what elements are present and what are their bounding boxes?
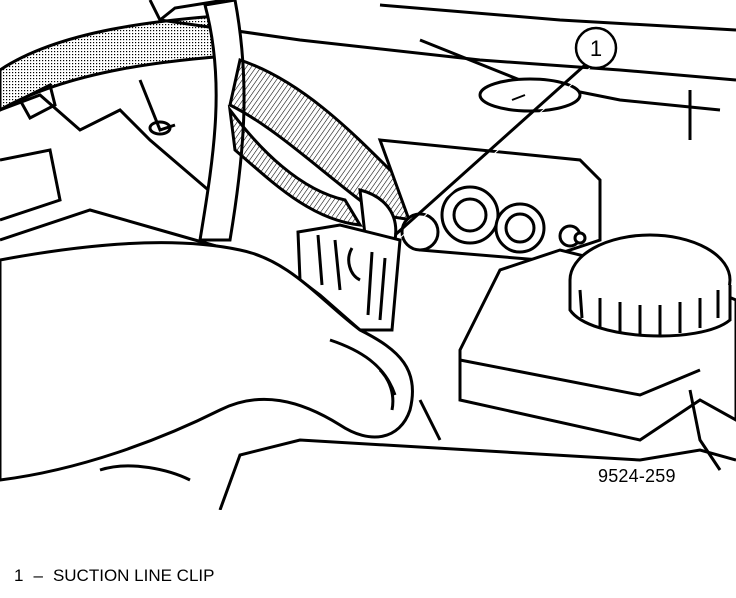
legend-number: 1	[14, 566, 24, 585]
legend-label: SUCTION LINE CLIP	[52, 566, 215, 585]
suction-line-clip	[296, 223, 402, 332]
engine-bay-illustration: 1	[0, 0, 736, 510]
valve-block	[358, 138, 602, 262]
reservoir-cap	[568, 233, 732, 338]
callout-1: 1	[393, 26, 618, 239]
left-bracket	[0, 79, 231, 252]
technician-hand	[0, 241, 415, 482]
bottom-tray	[99, 389, 736, 510]
callout-number: 1	[590, 36, 602, 61]
figure-code: 9524-259	[598, 466, 676, 486]
legend: 1–SUCTION LINE CLIP	[14, 566, 214, 586]
upper-vacuum-tube	[0, 0, 246, 242]
housing-opening	[478, 77, 582, 113]
legend-separator: –	[33, 566, 43, 585]
